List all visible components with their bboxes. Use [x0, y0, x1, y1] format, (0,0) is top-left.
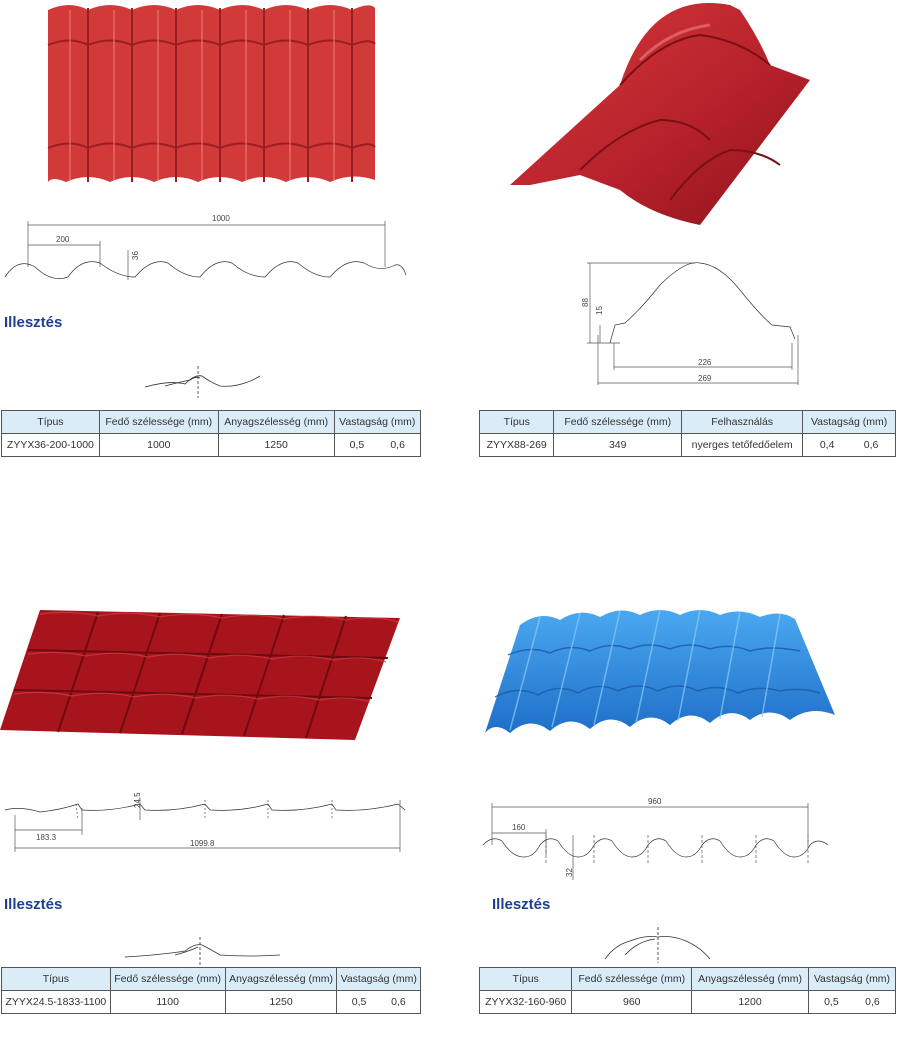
header-type: Típus [478, 967, 573, 991]
dim-width-label: 1099.8 [190, 839, 215, 848]
spec-table-p1: Típus Fedő szélessége (mm) Anyagszélessé… [1, 410, 422, 457]
section-heading-p3: Illesztés [4, 896, 63, 913]
spec-table-p3: Típus Fedő szélessége (mm) Anyagszélessé… [1, 967, 421, 1014]
cell-cover-width: 1000 [98, 433, 219, 457]
header-type: Típus [1, 967, 111, 991]
cell-type: ZYYX88-269 [478, 433, 555, 457]
header-cover-width: Fedő szélessége (mm) [98, 410, 219, 434]
dim-width-label: 960 [648, 797, 662, 806]
joint-drawing-p3 [124, 937, 281, 965]
joint-drawing-p1 [144, 366, 261, 398]
dim-lip-label: 15 [595, 306, 604, 315]
profile-drawing-p4: 960 160 32 [482, 797, 829, 880]
dim-height-label: 32 [565, 868, 574, 877]
cell-material-width: 1200 [691, 990, 809, 1014]
dim-width-label: 1000 [212, 214, 230, 223]
header-thickness: Vastagság (mm) [336, 967, 421, 991]
spec-table-p4: Típus Fedő szélessége (mm) Anyagszélessé… [478, 967, 897, 1014]
section-heading-p1: Illesztés [4, 314, 63, 331]
thickness-min: 0,5 [351, 996, 367, 1008]
thickness-min: 0,5 [824, 996, 839, 1008]
header-thickness: Vastagság (mm) [802, 410, 896, 434]
cell-type: ZYYX24.5-1833-1100 [1, 990, 111, 1014]
cell-type: ZYYX32-160-960 [478, 990, 573, 1014]
header-usage: Felhasználás [681, 410, 804, 434]
cell-thickness: 0,5 0,6 [336, 990, 421, 1014]
header-cover-width: Fedő szélessége (mm) [553, 410, 683, 434]
profile-drawing-p1: 1000 200 36 [4, 214, 407, 280]
section-heading-p4: Illesztés [492, 896, 551, 913]
thickness-max: 0,6 [391, 996, 406, 1008]
cell-cover-width: 1100 [109, 990, 226, 1014]
dim-outer-label: 269 [698, 374, 712, 383]
dim-pitch-label: 183.3 [36, 833, 57, 842]
dim-inner-label: 226 [698, 358, 712, 367]
cell-cover-width: 960 [571, 990, 693, 1014]
cell-thickness: 0,4 0,6 [802, 433, 896, 457]
cell-thickness: 0,5 0,6 [333, 433, 422, 457]
thickness-min: 0,4 [819, 439, 835, 451]
cell-usage: nyerges tetőfedőelem [681, 433, 804, 457]
header-thickness: Vastagság (mm) [807, 967, 897, 991]
dim-pitch-label: 200 [56, 235, 70, 244]
profile-drawing-p3: 24.5 183.3 1099.8 [4, 792, 406, 852]
dim-height-label: 24.5 [133, 792, 142, 808]
thickness-max: 0,6 [865, 996, 880, 1008]
cell-material-width: 1250 [217, 433, 335, 457]
cell-type: ZYYX36-200-1000 [1, 433, 100, 457]
thickness-max: 0,6 [863, 439, 879, 451]
cell-material-width: 1250 [224, 990, 338, 1014]
header-cover-width: Fedő szélessége (mm) [109, 967, 226, 991]
joint-drawing-p4 [604, 927, 711, 963]
cell-thickness: 0,5 0,6 [807, 990, 897, 1014]
header-thickness: Vastagság (mm) [333, 410, 422, 434]
header-type: Típus [478, 410, 555, 434]
ridge-profile-drawing: 88 15 226 269 [581, 262, 799, 385]
spec-table-p2: Típus Fedő szélessége (mm) Felhasználás … [478, 410, 896, 457]
ridge-cap-red-image [510, 2, 810, 225]
dim-pitch-label: 160 [512, 823, 526, 832]
thickness-max: 0,6 [390, 439, 405, 451]
roof-sheet-blue-image [485, 609, 835, 733]
header-cover-width: Fedő szélessége (mm) [571, 967, 693, 991]
header-material-width: Anyagszélesség (mm) [217, 410, 335, 434]
roof-tile-sheet-darkred-image [0, 610, 400, 740]
header-material-width: Anyagszélesség (mm) [691, 967, 809, 991]
dim-height-label: 88 [581, 298, 590, 307]
cell-cover-width: 349 [553, 433, 683, 457]
header-material-width: Anyagszélesség (mm) [224, 967, 338, 991]
roof-sheet-red-image [47, 5, 376, 182]
header-type: Típus [1, 410, 100, 434]
thickness-min: 0,5 [349, 439, 365, 451]
dim-height-label: 36 [131, 251, 140, 260]
